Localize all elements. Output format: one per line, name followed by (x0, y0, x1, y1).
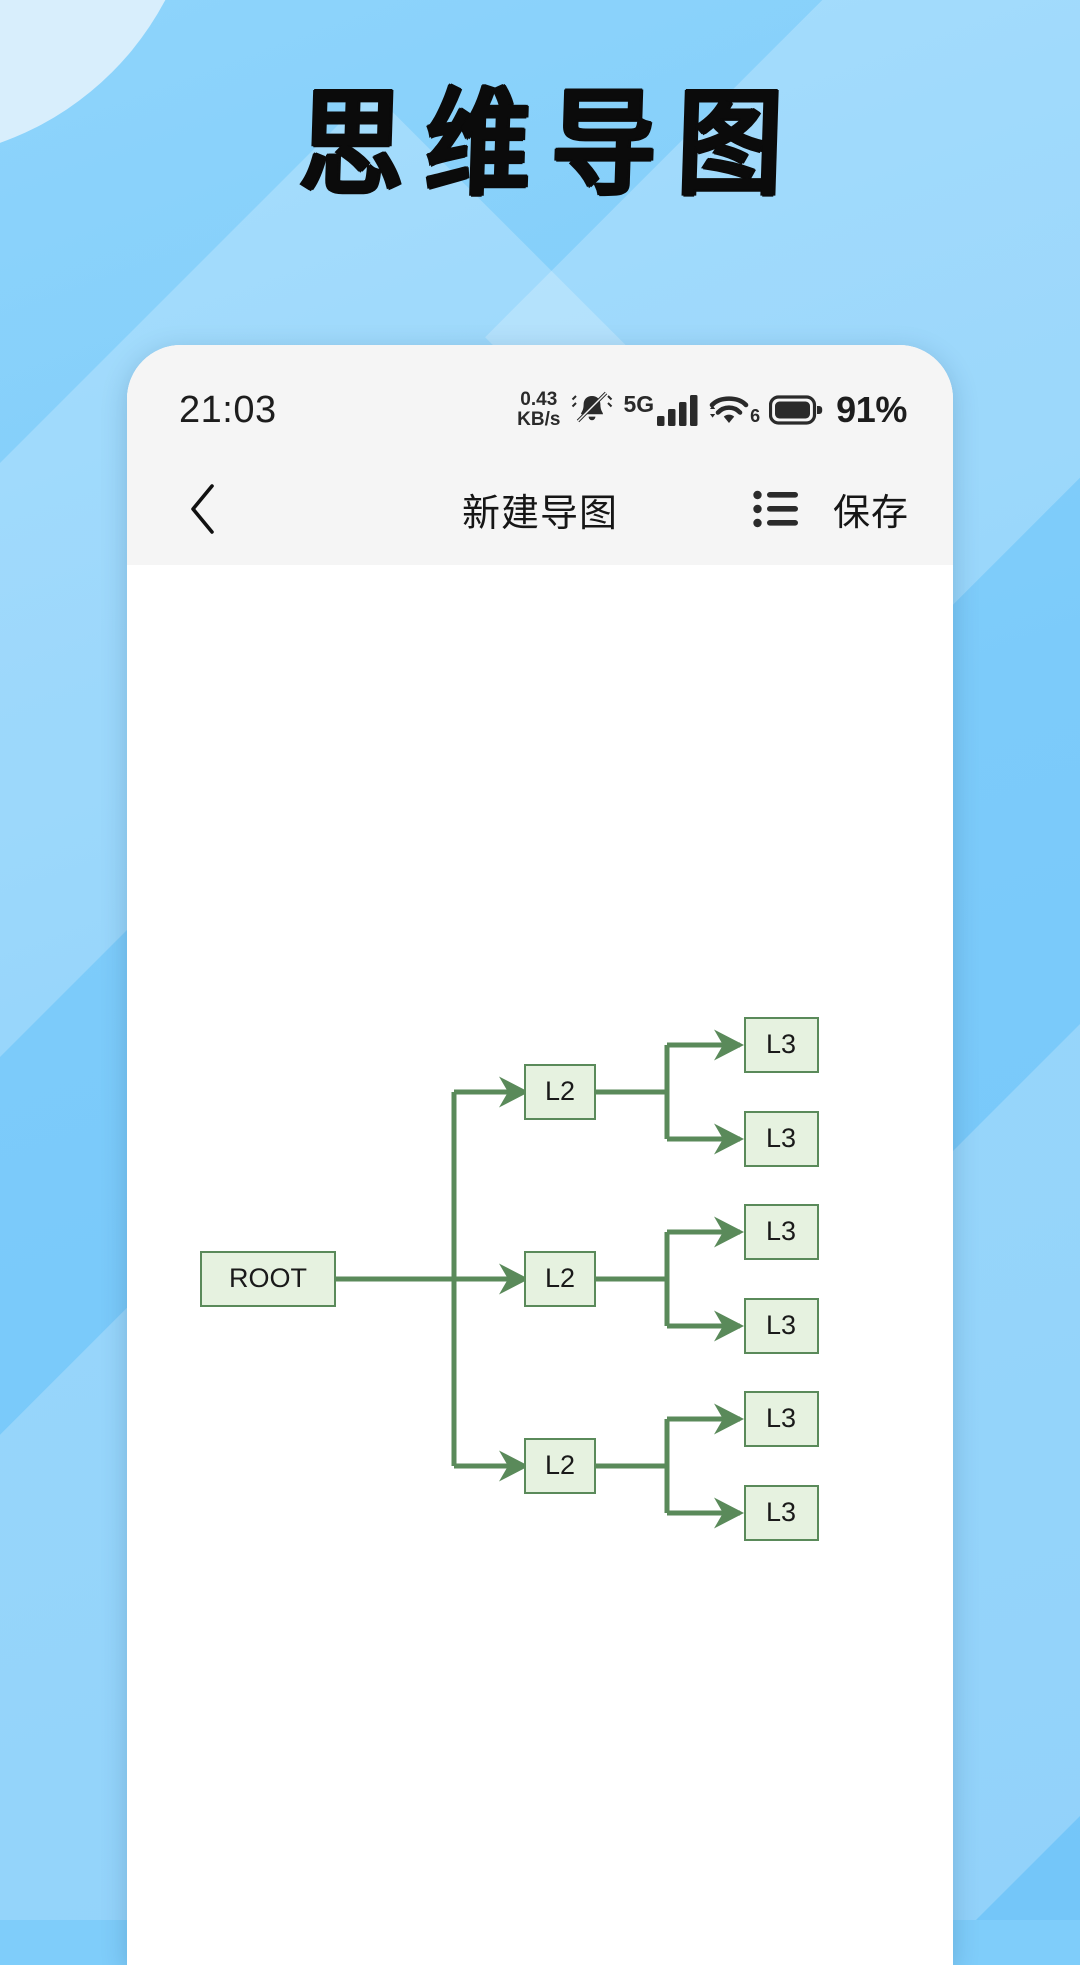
phone-mockup: 21:03 0.43 KB/s (127, 345, 953, 1965)
mindmap-node-l2[interactable]: L2 (524, 1064, 596, 1120)
network-speed: 0.43 KB/s (517, 390, 560, 430)
mindmap-node-l3[interactable]: L3 (744, 1391, 819, 1447)
promo-title: 思维导图 (296, 73, 806, 212)
node-label: L2 (545, 1263, 575, 1293)
wifi-generation-label: 6 (750, 406, 761, 426)
header-actions: 保存 (753, 482, 909, 536)
mindmap-node-l3[interactable]: L3 (744, 1485, 819, 1541)
mindmap-node-l3[interactable]: L3 (744, 1017, 819, 1073)
status-time: 21:03 (179, 388, 277, 431)
node-label: L2 (545, 1450, 575, 1480)
bullet-list-icon[interactable] (753, 486, 799, 532)
node-label: L3 (766, 1403, 796, 1433)
mindmap-node-l3[interactable]: L3 (744, 1111, 819, 1167)
mindmap-node-l3[interactable]: L3 (744, 1298, 819, 1354)
node-label: L3 (766, 1216, 796, 1246)
back-button[interactable] (171, 477, 235, 541)
chevron-left-icon (191, 484, 214, 534)
mindmap-node-l3[interactable]: L3 (744, 1204, 819, 1260)
wifi-6-icon: 6 (708, 393, 760, 427)
signal-5g-icon: 5G (623, 391, 699, 426)
mindmap-node-l2[interactable]: L2 (524, 1438, 596, 1494)
battery-percent: 91% (836, 389, 907, 430)
app-header: 新建导图 保存 (127, 453, 953, 565)
save-button[interactable]: 保存 (833, 482, 909, 536)
mindmap-diagram[interactable]: ROOT L2 L2 L2 (127, 565, 953, 1965)
node-label: L3 (766, 1310, 796, 1340)
node-label: ROOT (229, 1263, 307, 1293)
network-speed-unit: KB/s (517, 409, 561, 430)
network-speed-value: 0.43 (520, 389, 558, 411)
node-label: L3 (766, 1123, 796, 1153)
wifi-arcs-icon (709, 396, 749, 423)
node-label: L2 (545, 1076, 575, 1106)
mute-icon (572, 391, 613, 423)
status-icons: 0.43 KB/s 5G (517, 389, 907, 431)
node-label: L3 (766, 1029, 796, 1059)
phone-screen: 21:03 0.43 KB/s (127, 345, 953, 1965)
node-label: L3 (766, 1497, 796, 1527)
network-type-label: 5G (623, 391, 655, 417)
signal-bars-icon (657, 395, 698, 426)
battery-icon (769, 395, 823, 425)
status-bar: 21:03 0.43 KB/s (127, 345, 953, 453)
mindmap-node-l2[interactable]: L2 (524, 1251, 596, 1307)
mindmap-canvas[interactable]: ROOT L2 L2 L2 (127, 565, 953, 1965)
mindmap-node-root[interactable]: ROOT (200, 1251, 336, 1307)
mindmap-nodes[interactable]: ROOT L2 L2 L2 (200, 1017, 819, 1541)
mindmap-links (335, 1029, 745, 1529)
